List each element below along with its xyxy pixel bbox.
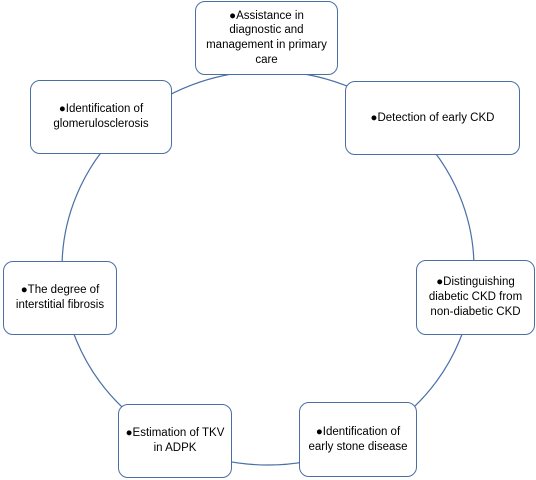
cycle-node-label: ●The degree of interstitial fibrosis xyxy=(15,284,105,311)
cycle-node-stone-disease: ●Identification of early stone disease xyxy=(299,402,417,477)
cycle-node-label: ●Identification of glomerulosclerosis xyxy=(53,103,149,130)
cycle-node-label: ●Distinguishing diabetic CKD from non-di… xyxy=(428,276,523,318)
cycle-node-label: ●Detection of early CKD xyxy=(370,111,495,124)
cycle-node-interstitial-fibrosis: ●The degree of interstitial fibrosis xyxy=(3,261,117,335)
cycle-node-label: ●Assistance in diagnostic and management… xyxy=(206,9,327,66)
cycle-node-label: ●Estimation of TKV in ADPK xyxy=(125,427,225,454)
cycle-node-primary-care: ●Assistance in diagnostic and management… xyxy=(195,1,338,75)
cycle-node-glomerulosclerosis: ●Identification of glomerulosclerosis xyxy=(30,80,172,154)
cycle-node-early-ckd: ●Detection of early CKD xyxy=(345,81,520,155)
cycle-node-label: ●Identification of early stone disease xyxy=(308,425,408,453)
cycle-node-tkv-adpk: ●Estimation of TKV in ADPK xyxy=(118,404,232,478)
cycle-node-diabetic-ckd: ●Distinguishing diabetic CKD from non-di… xyxy=(416,260,535,335)
